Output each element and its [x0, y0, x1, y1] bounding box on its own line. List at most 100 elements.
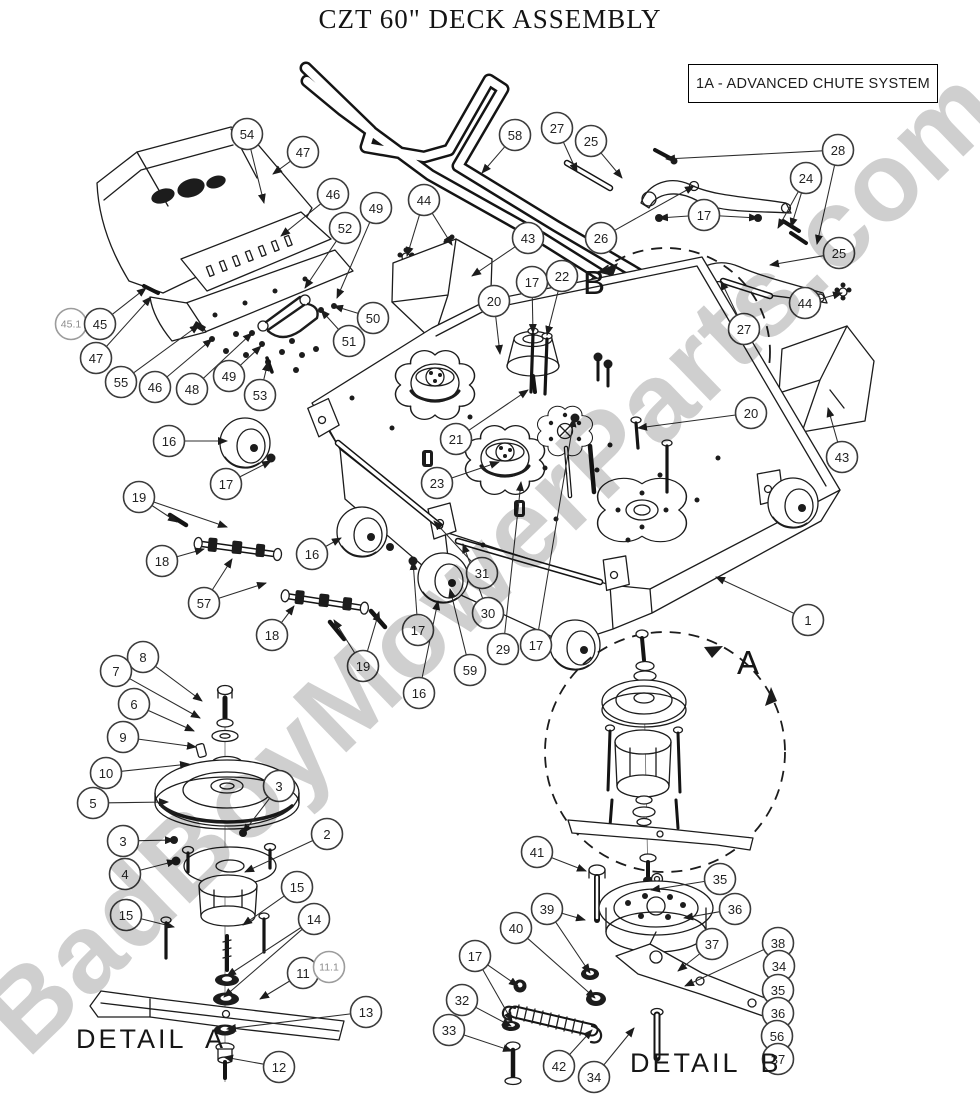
balloon-17[interactable]: 17 [519, 628, 553, 662]
balloon-17[interactable]: 17 [209, 467, 243, 501]
balloon-30[interactable]: 30 [471, 596, 505, 630]
balloon-19[interactable]: 19 [346, 649, 380, 683]
balloon-59[interactable]: 59 [453, 653, 487, 687]
balloon-47[interactable]: 47 [79, 341, 113, 375]
balloon-6[interactable]: 6 [117, 687, 151, 721]
svg-text:4: 4 [121, 867, 128, 882]
balloon-15[interactable]: 15 [280, 870, 314, 904]
detail-a-label: DETAIL A [76, 1024, 227, 1054]
svg-text:5: 5 [89, 796, 96, 811]
balloon-49[interactable]: 49 [359, 191, 393, 225]
balloon-44[interactable]: 44 [407, 183, 441, 217]
balloon-16[interactable]: 16 [402, 676, 436, 710]
balloon-43[interactable]: 43 [511, 221, 545, 255]
balloon-16[interactable]: 16 [295, 537, 329, 571]
balloon-3[interactable]: 3 [106, 824, 140, 858]
balloon-41[interactable]: 41 [520, 835, 554, 869]
svg-text:8: 8 [139, 650, 146, 665]
balloon-33[interactable]: 33 [432, 1013, 466, 1047]
balloon-27[interactable]: 27 [540, 111, 574, 145]
balloon-45[interactable]: 45 [83, 307, 117, 341]
balloon-28[interactable]: 28 [821, 133, 855, 167]
balloon-19[interactable]: 19 [122, 480, 156, 514]
balloon-10[interactable]: 10 [89, 756, 123, 790]
balloon-55[interactable]: 55 [104, 365, 138, 399]
balloon-22[interactable]: 22 [545, 259, 579, 293]
svg-text:14: 14 [307, 912, 321, 927]
svg-text:41: 41 [530, 845, 544, 860]
balloon-9[interactable]: 9 [106, 720, 140, 754]
section-b-letter: B [583, 264, 606, 301]
balloon-17[interactable]: 17 [687, 198, 721, 232]
chute-system-callout-box: 1A - ADVANCED CHUTE SYSTEM [688, 64, 938, 103]
balloon-16[interactable]: 16 [152, 424, 186, 458]
spindle-pulley-left [394, 349, 476, 421]
balloon-35[interactable]: 35 [703, 862, 737, 896]
balloon-4[interactable]: 4 [108, 857, 142, 891]
balloon-53[interactable]: 53 [243, 378, 277, 412]
balloon-1[interactable]: 1 [791, 603, 825, 637]
balloon-25[interactable]: 25 [574, 124, 608, 158]
balloon-38[interactable]: 38 [761, 926, 795, 960]
balloon-20[interactable]: 20 [477, 284, 511, 318]
detail-circle-a [544, 629, 786, 884]
balloon-29[interactable]: 29 [486, 632, 520, 666]
balloon-36[interactable]: 36 [761, 996, 795, 1030]
balloon-56[interactable]: 56 [760, 1019, 794, 1053]
balloon-34[interactable]: 34 [577, 1060, 611, 1094]
svg-text:2: 2 [323, 827, 330, 842]
balloon-17[interactable]: 17 [401, 613, 435, 647]
balloon-27[interactable]: 27 [727, 312, 761, 346]
balloon-50[interactable]: 50 [356, 301, 390, 335]
balloon-24[interactable]: 24 [789, 161, 823, 195]
svg-text:37: 37 [705, 937, 719, 952]
balloon-14[interactable]: 14 [297, 902, 331, 936]
balloon-57[interactable]: 57 [187, 586, 221, 620]
balloon-46[interactable]: 46 [316, 177, 350, 211]
balloon-36[interactable]: 36 [718, 892, 752, 926]
balloon-31[interactable]: 31 [465, 556, 499, 590]
balloon-5[interactable]: 5 [76, 786, 110, 820]
svg-text:58: 58 [508, 128, 522, 143]
balloon-45.1[interactable]: 45.1 [54, 307, 88, 341]
svg-text:13: 13 [359, 1005, 373, 1020]
balloon-25[interactable]: 25 [822, 236, 856, 270]
balloon-44[interactable]: 44 [788, 286, 822, 320]
balloon-46[interactable]: 46 [138, 370, 172, 404]
balloon-54[interactable]: 54 [230, 117, 264, 151]
balloon-40[interactable]: 40 [499, 911, 533, 945]
balloon-58[interactable]: 58 [498, 118, 532, 152]
balloon-8[interactable]: 8 [126, 640, 160, 674]
balloon-32[interactable]: 32 [445, 983, 479, 1017]
balloon-3[interactable]: 3 [262, 769, 296, 803]
leader-lines [106, 141, 843, 1066]
balloon-15[interactable]: 15 [109, 898, 143, 932]
balloon-39[interactable]: 39 [530, 892, 564, 926]
balloon-47[interactable]: 47 [286, 135, 320, 169]
balloon-20[interactable]: 20 [734, 396, 768, 430]
balloon-37[interactable]: 37 [695, 927, 729, 961]
balloon-21[interactable]: 21 [439, 422, 473, 456]
balloon-13[interactable]: 13 [349, 995, 383, 1029]
balloon-23[interactable]: 23 [420, 466, 454, 500]
balloon-12[interactable]: 12 [262, 1050, 296, 1084]
balloon-7[interactable]: 7 [99, 654, 133, 688]
balloon-43[interactable]: 43 [825, 440, 859, 474]
svg-text:36: 36 [771, 1006, 785, 1021]
balloon-48[interactable]: 48 [175, 372, 209, 406]
balloon-11.1[interactable]: 11.1 [312, 950, 346, 984]
balloon-26[interactable]: 26 [584, 221, 618, 255]
balloon-37[interactable]: 37 [761, 1042, 795, 1076]
spindle-top-plate [536, 405, 594, 457]
balloon-42[interactable]: 42 [542, 1049, 576, 1083]
balloon-17[interactable]: 17 [515, 265, 549, 299]
balloon-17[interactable]: 17 [458, 939, 492, 973]
balloon-18[interactable]: 18 [255, 618, 289, 652]
balloon-2[interactable]: 2 [310, 817, 344, 851]
balloon-51[interactable]: 51 [332, 324, 366, 358]
detail-a-exploded [89, 684, 345, 1082]
balloon-49[interactable]: 49 [212, 359, 246, 393]
balloon-18[interactable]: 18 [145, 544, 179, 578]
svg-text:55: 55 [114, 375, 128, 390]
balloon-52[interactable]: 52 [328, 211, 362, 245]
